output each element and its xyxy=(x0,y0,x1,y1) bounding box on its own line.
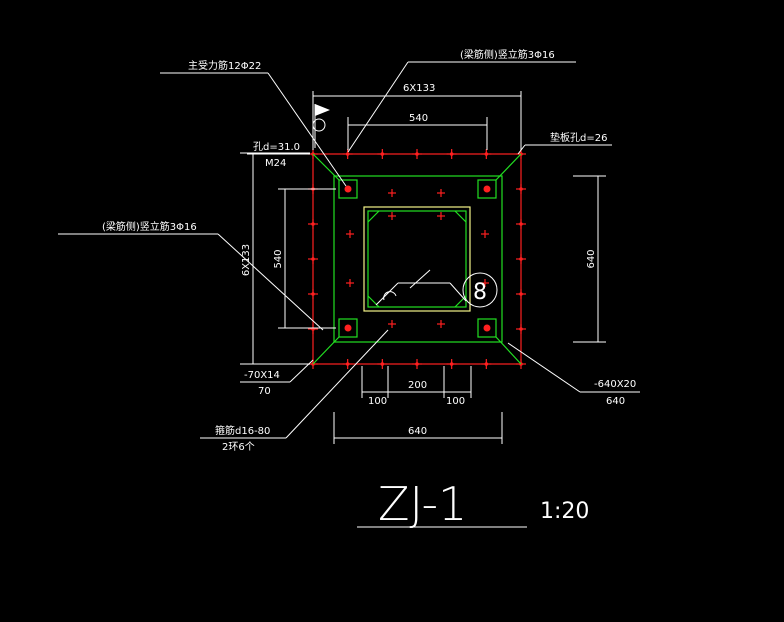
label-bot-200: 200 xyxy=(408,380,427,391)
dim-bottom-row1 xyxy=(361,366,472,398)
inner-tick xyxy=(481,279,489,287)
bolt-marker-top xyxy=(342,149,353,159)
bolt-marker-top xyxy=(377,149,388,159)
corner-bolt-boxes xyxy=(312,153,522,365)
leader-beam-side-left xyxy=(58,233,324,331)
bolt-marker-left xyxy=(308,324,318,334)
dim-right xyxy=(573,175,606,343)
bolt-marker-bottom xyxy=(481,359,492,369)
detail-marker-number: 8 xyxy=(473,280,487,305)
bolt-marker-left xyxy=(308,219,318,229)
dim-top-inner xyxy=(347,117,488,150)
leader-right-plate xyxy=(507,342,640,393)
inner-tick xyxy=(346,230,354,238)
bolt-marker-right xyxy=(516,324,526,334)
label-left-plate-len: 70 xyxy=(258,386,271,397)
inner-tick xyxy=(388,320,396,328)
bolt-marker-bottom xyxy=(446,359,457,369)
stiffener-outline xyxy=(333,175,503,343)
label-bot-640: 640 xyxy=(408,426,427,437)
label-left-plate: -70X14 xyxy=(244,370,280,381)
label-pad-hole: 垫板孔d=26 xyxy=(550,131,607,144)
bolt-marker-top xyxy=(481,149,492,159)
label-top-inner: 540 xyxy=(409,113,428,124)
bolt-marker-top xyxy=(412,149,422,159)
label-hole-d: 孔d=31.0 xyxy=(253,141,300,153)
inner-tick xyxy=(346,279,354,287)
leader-beam-side-top xyxy=(347,61,576,153)
leader-stirrup xyxy=(200,329,389,439)
inner-tick xyxy=(437,212,445,220)
bolt-marker-right xyxy=(516,219,526,229)
inner-tick xyxy=(388,189,396,197)
bolt-marker-bottom xyxy=(377,359,388,369)
bolt-marker-right xyxy=(516,184,526,194)
bolt-marker-left xyxy=(308,254,318,264)
dim-top-pitch xyxy=(312,91,522,150)
bolt-marker-top xyxy=(446,149,457,159)
label-left-inner: 540 xyxy=(273,249,284,268)
bolt-marker-right xyxy=(516,254,526,264)
label-bot-100a: 100 xyxy=(368,396,387,407)
dim-left-inner xyxy=(278,188,336,329)
label-left-pitch: 6X133 xyxy=(241,244,252,276)
bolt-marker-left xyxy=(308,289,318,299)
label-beam-side-left: (梁筋侧)竖立筋3Φ16 xyxy=(102,220,197,233)
label-bot-100b: 100 xyxy=(446,396,465,407)
inner-rebar-ticks xyxy=(346,189,489,328)
dim-left-pitch xyxy=(240,153,310,365)
leader-left-plate xyxy=(240,359,314,383)
label-stirrup-note: 2环6个 xyxy=(222,441,255,453)
leader-main-bar xyxy=(160,72,347,187)
inner-tick xyxy=(437,189,445,197)
detail-marker-circle xyxy=(462,272,498,308)
bolt-marker-bottom xyxy=(412,359,422,369)
inner-tick xyxy=(388,212,396,220)
dim-bottom-640 xyxy=(333,412,503,444)
inner-tick xyxy=(437,320,445,328)
label-main-bar: 主受力筋12Φ22 xyxy=(188,59,261,72)
leader-pad-hole xyxy=(517,144,612,155)
label-top-pitch: 6X133 xyxy=(403,83,435,94)
label-bolt: M24 xyxy=(265,158,286,169)
label-stirrup: 箍筋d16-80 xyxy=(215,424,270,437)
drawing-scale: 1:20 xyxy=(540,499,589,524)
drawing-title: ZJ-1 xyxy=(378,477,467,531)
bolt-marker-bottom xyxy=(342,359,353,369)
bolt-marker-right xyxy=(516,289,526,299)
base-plate-outline xyxy=(312,153,522,365)
column-section xyxy=(363,206,471,312)
inner-tick xyxy=(481,230,489,238)
label-right-plate: -640X20 xyxy=(594,379,636,390)
label-beam-side-top: (梁筋侧)竖立筋3Φ16 xyxy=(460,48,555,61)
label-right-plate-len: 640 xyxy=(606,396,625,407)
edge-bolt-markers xyxy=(308,149,526,369)
label-right-dim: 640 xyxy=(586,249,597,268)
